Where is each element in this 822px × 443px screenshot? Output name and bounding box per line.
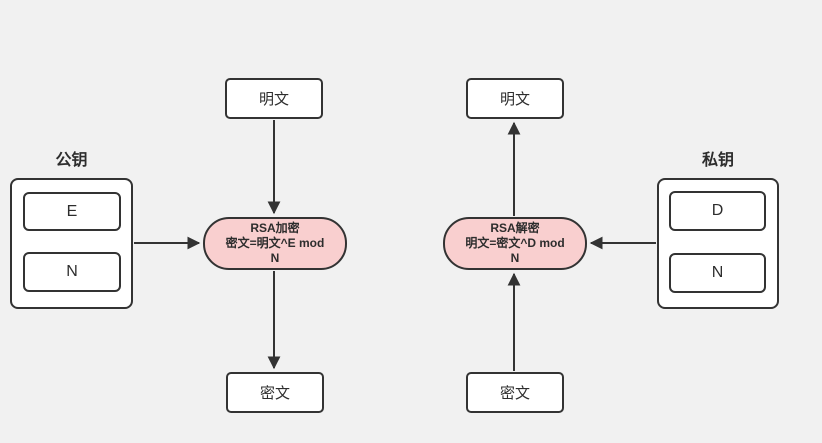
- plaintext-label: 明文: [258, 91, 289, 108]
- private-key-n-label: N: [711, 264, 724, 281]
- ciphertext-label: 密文: [499, 385, 530, 402]
- public-key-slot-e: E: [23, 192, 121, 231]
- private-key-title: 私钥: [701, 152, 734, 169]
- rsa-encrypt-title: RSA加密: [250, 221, 300, 235]
- private-key-d-label: D: [711, 202, 724, 219]
- ciphertext-node-encrypt-flow: 密文: [226, 372, 324, 413]
- private-key-slot-n: N: [669, 253, 766, 293]
- public-key-n-label: N: [66, 263, 78, 280]
- plaintext-node-decrypt-flow: 明文: [466, 78, 564, 119]
- rsa-encrypt-process-node: RSA加密 密文=明文^E mod N: [203, 217, 347, 270]
- rsa-encrypt-formula: 密文=明文^E mod: [225, 236, 325, 250]
- rsa-decrypt-formula: 明文=密文^D mod: [465, 236, 565, 250]
- ciphertext-node-decrypt-flow: 密文: [466, 372, 564, 413]
- rsa-encrypt-formula-cont: N: [270, 251, 280, 265]
- private-key-slot-d: D: [669, 191, 766, 231]
- plaintext-node-encrypt-flow: 明文: [225, 78, 323, 119]
- rsa-decrypt-title: RSA解密: [490, 221, 540, 235]
- public-key-title: 公钥: [55, 152, 88, 169]
- ciphertext-label: 密文: [259, 385, 290, 402]
- plaintext-label: 明文: [499, 91, 530, 108]
- public-key-e-label: E: [66, 202, 78, 220]
- rsa-decrypt-formula-cont: N: [510, 251, 520, 265]
- public-key-slot-n: N: [23, 252, 121, 292]
- rsa-decrypt-process-node: RSA解密 明文=密文^D mod N: [443, 217, 587, 270]
